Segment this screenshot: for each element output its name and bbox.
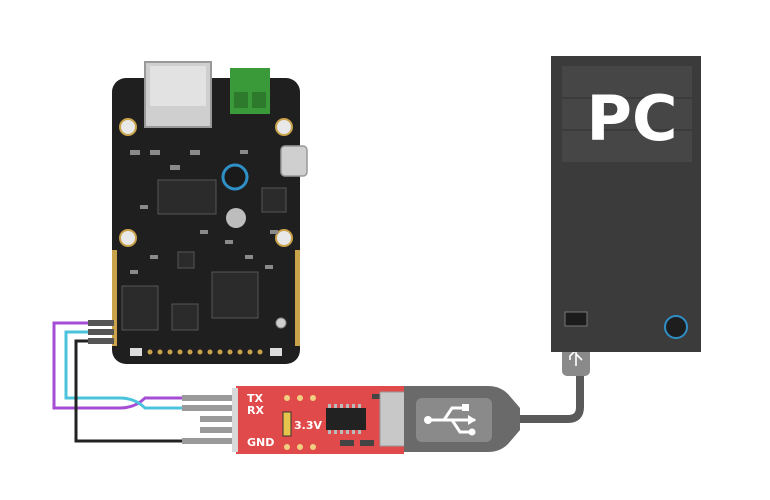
ics bbox=[121, 179, 287, 331]
voltage-label: 3.3V bbox=[294, 419, 322, 432]
pc-label: PC bbox=[587, 82, 678, 155]
round-component bbox=[226, 208, 246, 228]
adapter-pins bbox=[182, 395, 238, 444]
cable-line bbox=[520, 372, 584, 423]
pc-tower: PC bbox=[551, 56, 701, 352]
pin-label-rx: RX bbox=[247, 404, 264, 417]
rx-wire bbox=[64, 330, 182, 410]
adapter-pads bbox=[284, 395, 316, 450]
bottom-header bbox=[130, 348, 282, 356]
power-button-icon[interactable] bbox=[664, 315, 688, 339]
dev-board bbox=[88, 61, 308, 364]
voltage-jumper bbox=[282, 411, 292, 437]
gnd-wire bbox=[74, 339, 182, 443]
adapter-chip bbox=[326, 408, 366, 430]
edge-pads bbox=[112, 250, 300, 346]
serial-header-pins bbox=[88, 320, 114, 344]
pin-label-tx: TX bbox=[247, 392, 264, 405]
passive-components bbox=[130, 150, 278, 274]
reset-dot bbox=[275, 317, 287, 329]
mounting-holes bbox=[119, 118, 293, 247]
usb-serial-adapter: TX RX GND 3.3V bbox=[182, 386, 409, 454]
pin-label-gnd: GND bbox=[247, 436, 274, 449]
pc-usb-port bbox=[564, 311, 588, 327]
wires bbox=[52, 321, 182, 443]
micro-usb-port bbox=[280, 145, 308, 177]
usb-icon bbox=[424, 404, 476, 436]
adapter-usb-plug bbox=[379, 391, 409, 447]
drive-bay bbox=[562, 66, 692, 162]
capacitor-blue bbox=[221, 163, 249, 191]
